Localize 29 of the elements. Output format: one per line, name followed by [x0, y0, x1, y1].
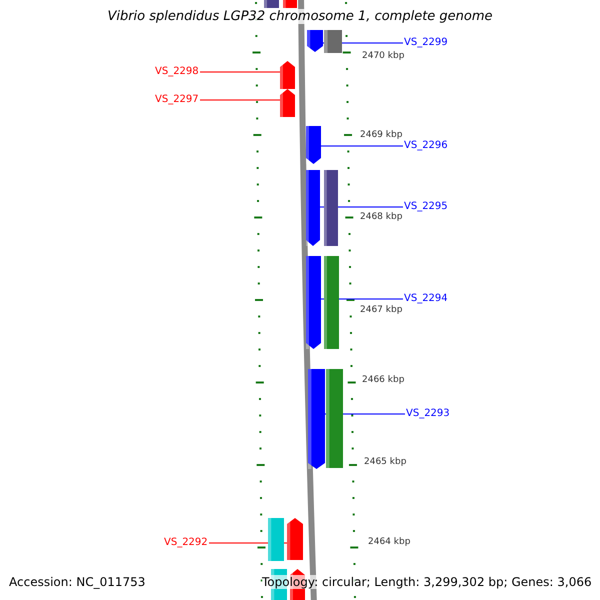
gene-label: VS_2293	[406, 408, 450, 420]
gene-bar	[324, 30, 342, 53]
scale-label: 2468 kbp	[360, 212, 402, 223]
scale-label: 2470 kbp	[362, 51, 404, 62]
gene-label: VS_2297	[155, 94, 199, 106]
gene-label: VS_2295	[404, 201, 448, 213]
gene-block	[280, 61, 295, 89]
scale-label: 2467 kbp	[360, 305, 402, 316]
gene-block	[306, 256, 321, 349]
scale-label: 2466 kbp	[362, 375, 404, 386]
scale-label: 2465 kbp	[364, 457, 406, 468]
gene-label: VS_2299	[404, 37, 448, 49]
gene-label: VS_2298	[155, 66, 199, 78]
accession-text: Accession: NC_011753	[9, 575, 146, 589]
scale-label: 2469 kbp	[360, 130, 402, 141]
gene-label: VS_2296	[404, 140, 448, 152]
gene-block	[306, 170, 320, 246]
gene-label: VS_2294	[404, 293, 448, 305]
gene-bar	[324, 256, 339, 349]
scale-label: 2464 kbp	[368, 537, 410, 548]
gene-bar	[326, 369, 343, 468]
gene-bar	[268, 518, 284, 561]
gene-block	[280, 89, 295, 117]
gene-block	[287, 518, 303, 560]
gene-bar	[324, 170, 338, 246]
gene-block	[308, 369, 325, 469]
gene-label: VS_2292	[164, 537, 208, 549]
gene-block	[307, 30, 323, 52]
gene-block	[306, 126, 321, 164]
